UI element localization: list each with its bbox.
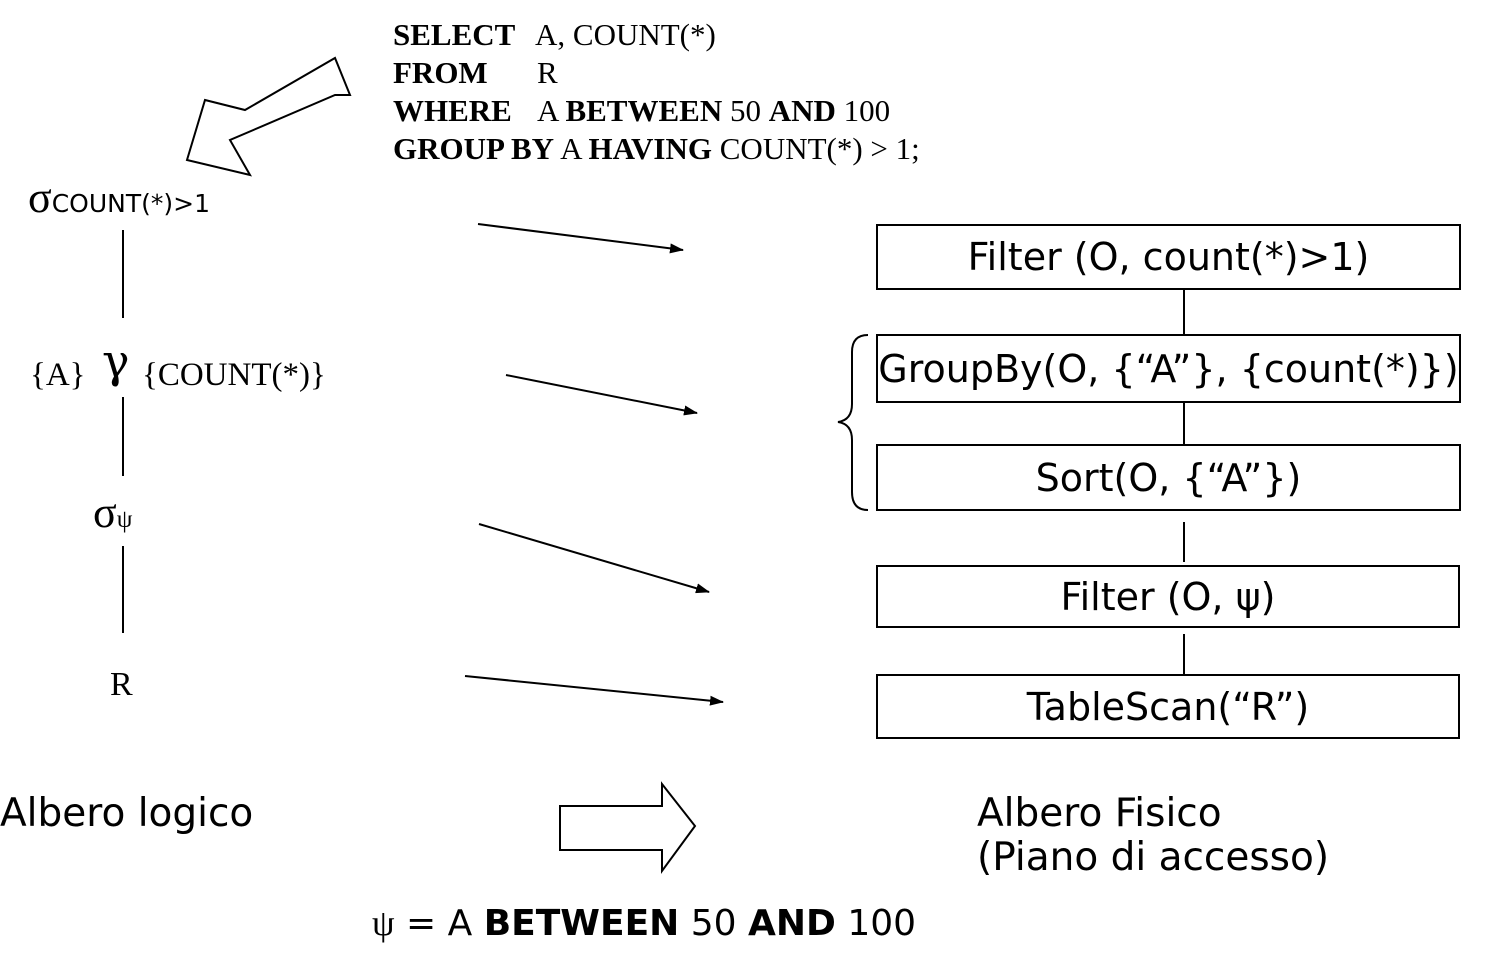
sql-query: SELECT A, COUNT(*) FROM R WHERE A BETWEEN 5… xyxy=(393,16,920,168)
physical-node-groupby: GroupBy(O, {“A”}, {count(*)}) xyxy=(876,334,1461,403)
sigma-symbol: σ xyxy=(28,173,52,222)
sql-between-keyword: BETWEEN xyxy=(565,93,723,128)
logical-node-groupby-left: {A} xyxy=(30,357,86,393)
sql-select-columns: A, COUNT(*) xyxy=(535,17,716,52)
psi-definition: ψ = A BETWEEN 50 AND 100 xyxy=(372,902,916,944)
psi-low: 50 xyxy=(690,903,737,944)
outline-arrow-down-left xyxy=(185,56,352,177)
psi-high: 100 xyxy=(847,903,917,944)
psi-eq-attr: = A xyxy=(406,903,473,944)
psi-and-keyword: AND xyxy=(748,903,836,944)
outline-arrow-right xyxy=(559,781,697,875)
gamma-symbol: γ xyxy=(102,334,130,388)
sigma-psi-subscript: ψ xyxy=(116,506,133,533)
curly-brace xyxy=(837,334,869,511)
physical-caption-line2: (Piano di accesso) xyxy=(977,835,1330,880)
logical-node-select-psi: σψ xyxy=(93,487,132,538)
physical-node-filter-psi: Filter (O, ψ) xyxy=(876,565,1460,628)
mapping-arrow-2 xyxy=(505,374,698,416)
physical-node-filter-count: Filter (O, count(*)>1) xyxy=(876,224,1461,290)
sigma-count-condition: COUNT(*)>1 xyxy=(51,189,210,218)
physical-caption-line1: Albero Fisico xyxy=(977,791,1222,836)
physical-tree-caption: Albero Fisico (Piano di accesso) xyxy=(977,792,1329,880)
sql-groupby-keyword: GROUP BY xyxy=(393,131,555,166)
sql-select-keyword: SELECT xyxy=(393,17,516,52)
mapping-arrow-4 xyxy=(464,675,724,706)
sql-where-attr: A xyxy=(537,93,558,128)
psi-between-keyword: BETWEEN xyxy=(483,903,680,944)
physical-node-tablescan: TableScan(“R”) xyxy=(876,674,1460,739)
psi-symbol: ψ xyxy=(372,903,395,943)
sql-from-table: R xyxy=(537,55,558,90)
mapping-arrow-1 xyxy=(477,223,684,254)
sql-line-select: SELECT A, COUNT(*) xyxy=(393,16,920,54)
sql-and-keyword: AND xyxy=(768,93,836,128)
sql-line-from: FROM R xyxy=(393,54,920,92)
mapping-arrow-3 xyxy=(478,523,710,594)
sql-where-high: 100 xyxy=(843,93,891,128)
physical-node-sort: Sort(O, {“A”}) xyxy=(876,444,1461,511)
logical-node-relation: R xyxy=(110,666,133,703)
sql-having-condition: COUNT(*) > 1; xyxy=(719,131,920,166)
logical-node-select-count: σCOUNT(*)>1 xyxy=(28,172,210,223)
sql-where-keyword: WHERE xyxy=(393,93,512,128)
sql-where-low: 50 xyxy=(729,93,761,128)
logical-node-groupby-right: {COUNT(*)} xyxy=(142,357,326,393)
sql-line-where: WHERE A BETWEEN 50 AND 100 xyxy=(393,92,920,130)
sql-having-keyword: HAVING xyxy=(588,131,712,166)
logical-tree-caption: Albero logico xyxy=(0,791,254,836)
sql-group-attr: A xyxy=(560,131,581,166)
sigma-psi-symbol: σ xyxy=(93,488,117,537)
sql-from-keyword: FROM xyxy=(393,55,488,90)
sql-line-group: GROUP BY A HAVING COUNT(*) > 1; xyxy=(393,130,920,168)
